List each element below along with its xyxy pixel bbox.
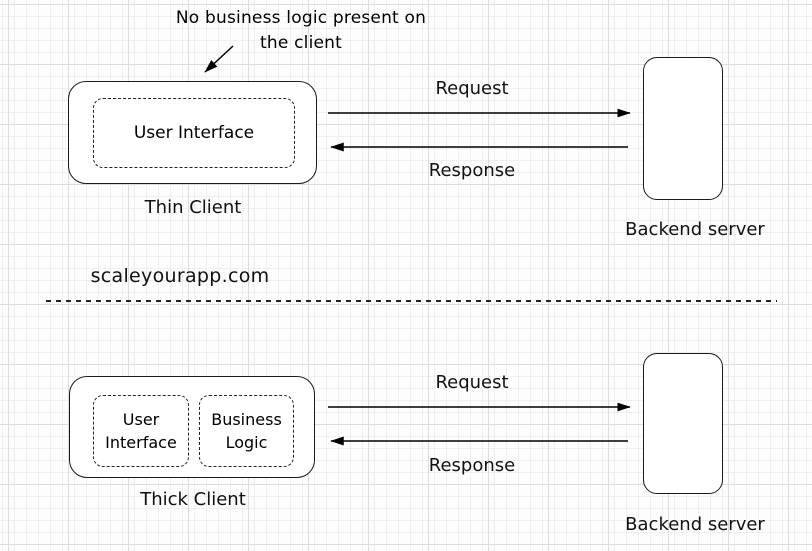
thick-client-label: Thick Client (140, 489, 246, 510)
annotation-line-2: the client (260, 33, 342, 53)
watermark-text: scaleyourapp.com (90, 265, 270, 287)
request-label-bottom: Request (435, 372, 509, 393)
business-logic-line-2: Logic (225, 433, 268, 452)
annotation-line-1: No business logic present on (175, 8, 427, 28)
user-interface-label: User Interface (133, 123, 255, 143)
response-label-bottom: Response (428, 455, 516, 476)
business-logic-box: Business Logic (199, 395, 294, 467)
thick-client-box: User Interface Business Logic (69, 376, 315, 478)
annotation-text: No business logic present on the client (140, 6, 462, 56)
response-label-top: Response (428, 160, 516, 181)
user-interface-line-2: Interface (105, 433, 177, 452)
backend-server-box-top (643, 57, 723, 200)
business-logic-line-1: Business (211, 410, 282, 429)
user-interface-line-1: User (122, 410, 160, 429)
user-interface-box: User Interface (93, 98, 295, 168)
backend-server-label-top: Backend server (625, 219, 765, 240)
user-interface-box-thick: User Interface (93, 395, 189, 467)
backend-server-box-bottom (643, 353, 723, 494)
thin-client-box: User Interface (68, 81, 317, 184)
backend-server-label-bottom: Backend server (625, 514, 765, 535)
request-label-top: Request (435, 78, 509, 99)
thin-client-label: Thin Client (144, 197, 242, 218)
